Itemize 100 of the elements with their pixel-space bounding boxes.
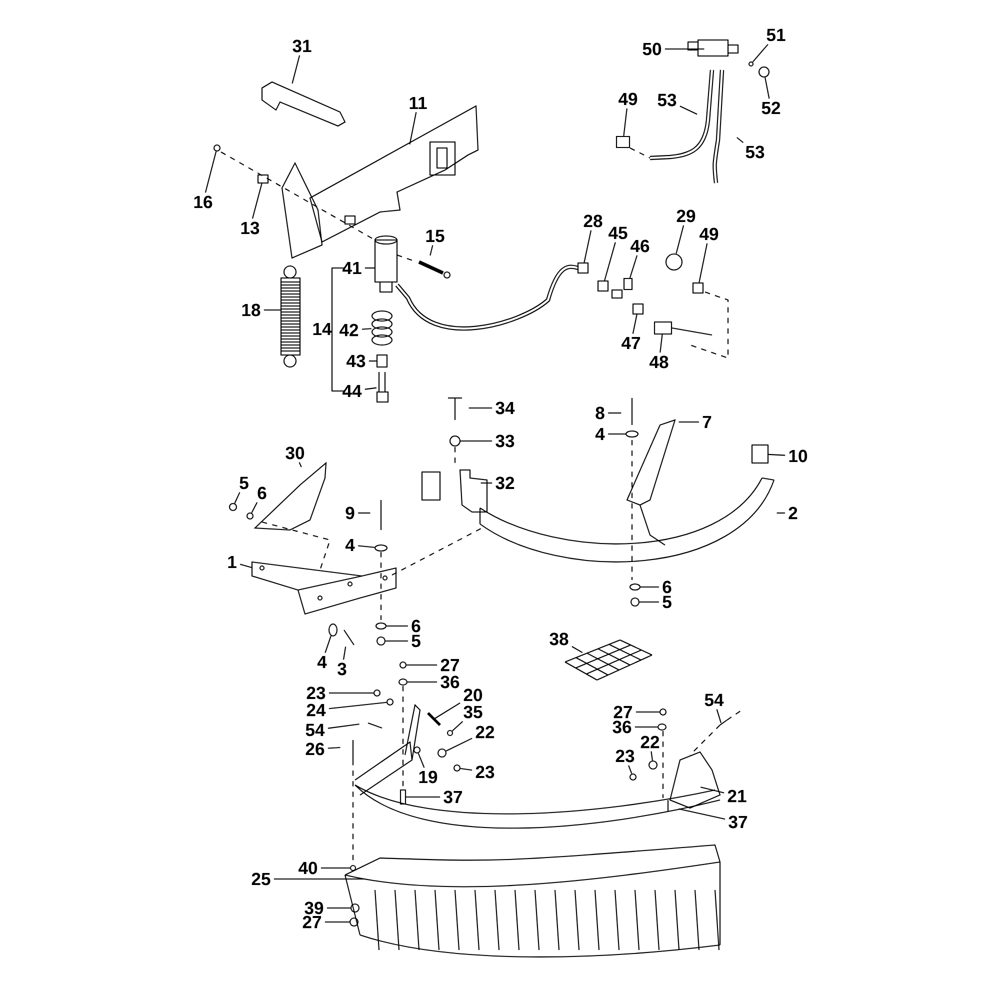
callout-number: 54: [704, 694, 724, 706]
fitting: [632, 303, 644, 315]
leader-line: [386, 625, 408, 627]
callout-number: 24: [306, 704, 326, 716]
nut: [374, 544, 388, 552]
nut: [376, 636, 386, 646]
leader-line: [204, 151, 217, 193]
leader-line: [328, 702, 387, 710]
leader-line: [764, 77, 770, 99]
fitting: [623, 278, 633, 290]
callout-number: 6: [412, 620, 420, 632]
nut: [657, 723, 667, 731]
leader-line: [251, 502, 258, 514]
leader-line: [326, 907, 350, 909]
callout-number: 41: [342, 262, 362, 274]
leader-line: [604, 242, 616, 281]
callout-number: 5: [662, 596, 672, 608]
callout-number: 18: [242, 304, 260, 316]
fitting: [751, 444, 769, 464]
nut: [453, 764, 461, 772]
leader-line: [640, 601, 659, 603]
callout-number: 7: [702, 416, 712, 428]
leader-line: [292, 55, 300, 84]
leader-line: [623, 108, 628, 136]
leader-line: [572, 646, 583, 654]
nut: [375, 622, 387, 630]
callout-number: 36: [440, 676, 460, 688]
callout-number: 6: [662, 580, 672, 594]
leader-line: [264, 309, 281, 311]
bolt-drawing: [376, 372, 389, 403]
callout-number: 4: [345, 538, 355, 552]
callout-number: 27: [302, 916, 321, 928]
fitting: [597, 280, 609, 292]
callout-number: 25: [252, 872, 270, 886]
nut: [659, 708, 667, 716]
callout-number: 27: [440, 658, 460, 672]
leader-line: [676, 225, 684, 254]
leader-line: [716, 709, 722, 724]
callout-number: 9: [346, 506, 354, 520]
callout-number: 37: [728, 816, 748, 828]
nut: [213, 144, 221, 152]
leader-line: [678, 421, 699, 423]
leader-line: [636, 711, 660, 713]
nut: [625, 430, 639, 438]
nut: [399, 661, 407, 669]
leader-line: [274, 878, 364, 880]
callout-number: 40: [298, 862, 318, 874]
leader-line: [768, 454, 786, 456]
fitting: [654, 321, 672, 335]
callout-number: 28: [584, 214, 602, 228]
callout-number: 23: [476, 766, 494, 778]
nut: [665, 253, 683, 271]
nut: [373, 689, 381, 697]
callout-number: 33: [496, 434, 514, 448]
leader-line: [328, 724, 360, 729]
callout-number: 3: [338, 662, 346, 676]
callout-number: 37: [444, 790, 462, 804]
bracket-drawing: [251, 561, 397, 615]
nut: [437, 748, 447, 758]
leader-line: [409, 112, 417, 144]
leader-line: [608, 412, 622, 414]
leader-line: [634, 726, 658, 728]
nut: [449, 435, 461, 447]
nut: [246, 512, 254, 520]
callout-number: 1: [228, 556, 236, 568]
leader-line: [358, 512, 370, 514]
fitting: [376, 354, 388, 368]
leader-line: [632, 314, 638, 334]
callout-number: 32: [496, 476, 514, 490]
nut: [398, 678, 408, 686]
leader-line: [650, 751, 653, 761]
callout-number: 38: [550, 632, 568, 646]
callout-number: 11: [410, 96, 427, 110]
leader-line: [364, 387, 377, 390]
callout-number: 20: [464, 688, 482, 702]
callout-number: 13: [241, 222, 260, 234]
nut: [748, 61, 754, 67]
nut: [350, 903, 360, 913]
callout-number: 53: [658, 94, 676, 106]
nut: [629, 773, 637, 781]
nut: [629, 583, 641, 591]
callout-number: 4: [595, 428, 605, 440]
callout-number: 22: [476, 726, 494, 738]
fitting: [692, 282, 704, 294]
callout-number: 6: [258, 486, 266, 500]
leader-line: [328, 747, 340, 749]
callout-number: 10: [789, 450, 808, 462]
leader-line: [736, 137, 744, 144]
leader-line: [386, 640, 408, 642]
callout-number: 49: [700, 228, 718, 240]
leader-line: [480, 482, 492, 484]
callout-number: 26: [306, 742, 324, 756]
leader-line: [752, 44, 768, 62]
callout-number: 39: [304, 902, 324, 914]
callout-number: 47: [622, 336, 640, 350]
callout-number: 23: [306, 686, 326, 700]
leader-line: [640, 586, 659, 588]
leader-line: [234, 492, 240, 504]
nut: [328, 623, 338, 637]
callout-number: 53: [746, 146, 764, 158]
